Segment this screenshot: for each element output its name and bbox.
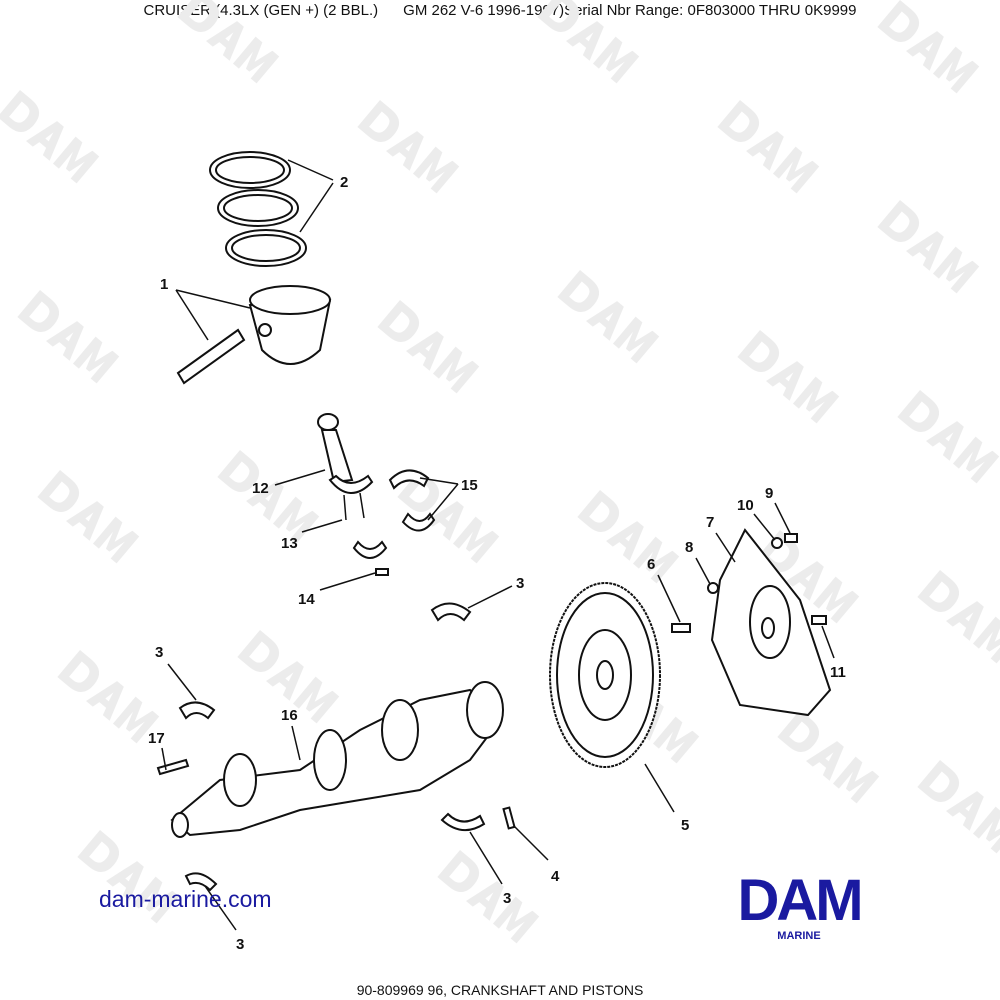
- callout-13: 13: [281, 535, 298, 552]
- main-bearings: [156, 602, 516, 892]
- callout-2: 2: [340, 174, 348, 191]
- logo-subtext: MARINE: [777, 930, 821, 942]
- flywheel: [549, 582, 661, 768]
- callout-labels: 1 2 3 3 3 3 4 5 6 7 8 9 10 11 12 13 14 1…: [148, 174, 846, 953]
- callout-14: 14: [298, 591, 315, 608]
- connecting-rod: [317, 413, 374, 521]
- callout-17: 17: [148, 730, 165, 747]
- watermarks: [0, 0, 1000, 944]
- callout-16: 16: [281, 707, 298, 724]
- callout-9: 9: [765, 485, 773, 502]
- callout-12: 12: [252, 480, 269, 497]
- dam-marine-logo: DAM MARINE: [708, 868, 890, 943]
- callout-6: 6: [647, 556, 655, 573]
- piston-rings: [209, 151, 307, 267]
- callout-4: 4: [551, 868, 560, 885]
- piston: [248, 285, 332, 365]
- callout-15: 15: [461, 477, 478, 494]
- callout-3: 3: [516, 575, 524, 592]
- callout-1: 1: [160, 276, 168, 293]
- rod-bearings: [352, 469, 436, 576]
- callout-3: 3: [503, 890, 511, 907]
- callout-10: 10: [737, 497, 754, 514]
- piston-pin: [176, 328, 246, 385]
- flex-plate: [707, 528, 832, 717]
- callout-3: 3: [236, 936, 244, 953]
- flywheel-bolt: [671, 623, 691, 633]
- logo-text: DAM: [737, 868, 863, 933]
- callout-3: 3: [155, 644, 163, 661]
- leader-lines: [161, 159, 835, 931]
- website-link[interactable]: dam-marine.com: [99, 886, 272, 912]
- callout-11: 11: [830, 664, 846, 681]
- diagram-caption: 90-809969 96, CRANKSHAFT AND PISTONS: [356, 982, 644, 998]
- crankshaft: [170, 681, 504, 838]
- callout-7: 7: [706, 514, 714, 531]
- callout-8: 8: [685, 539, 693, 556]
- callout-5: 5: [681, 817, 689, 834]
